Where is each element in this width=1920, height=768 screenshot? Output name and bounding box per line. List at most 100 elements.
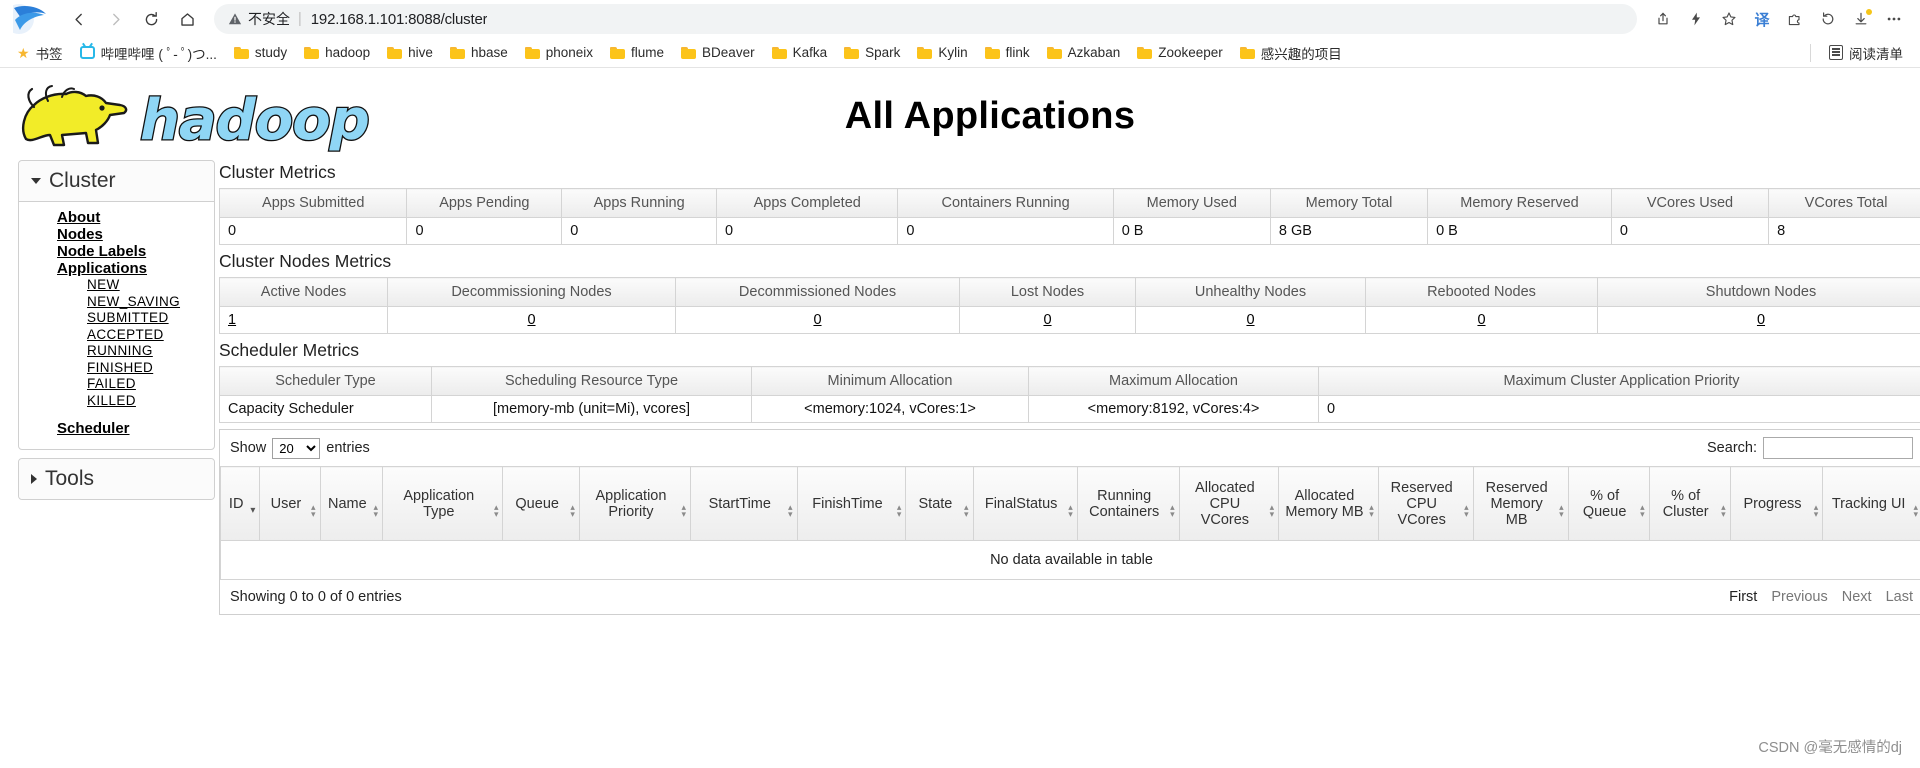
col-reserved-memory-mb[interactable]: Reserved Memory MB▴▾ [1472,466,1569,541]
bookmark-item-4[interactable]: hive [380,42,440,63]
val-decommissioning-nodes[interactable]: 0 [387,306,676,334]
col-pct-of-queue[interactable]: % of Queue▴▾ [1567,466,1650,541]
forward-button[interactable] [98,4,132,34]
cluster-panel-title: Cluster [49,169,116,192]
hadoop-logo-icon[interactable]: hadoop [10,77,390,157]
reading-list-button[interactable]: 阅读清单 [1822,40,1910,66]
col-tracking-ui[interactable]: Tracking UI▴▾ [1822,466,1920,541]
val-lost-nodes[interactable]: 0 [959,306,1136,334]
col-starttime[interactable]: StartTime▴▾ [690,466,798,541]
sidebar-item-applications[interactable]: Applications [57,260,148,277]
bookmark-star-icon[interactable] [1713,4,1745,34]
back-button[interactable] [62,4,96,34]
address-bar[interactable]: 不安全 | 192.168.1.101:8088/cluster [214,4,1637,34]
col-running-containers[interactable]: Running Containers▴▾ [1076,466,1180,541]
val-apps-running: 0 [561,217,718,245]
col-application-type[interactable]: Application Type▴▾ [382,466,504,541]
sort-icon: ▴▾ [1068,502,1073,519]
bookmark-item-1[interactable]: 哔哩哔哩 ( ﾟ- ﾟ)つ... [73,40,224,66]
yarn-resourcemanager-page: hadoop All Applications Cluster About No… [0,68,1920,767]
bookmark-item-8[interactable]: BDeaver [674,42,762,63]
sidebar-item-state-finished[interactable]: FINISHED [87,359,154,375]
val-active-nodes[interactable]: 1 [219,306,388,334]
page-size-select[interactable]: 20406080100 [272,437,321,459]
flash-icon[interactable] [1680,4,1712,34]
col-label: Reserved Memory MB [1485,479,1548,528]
col-apps-running: Apps Running [561,188,718,218]
sidebar-item-state-new[interactable]: NEW [87,277,120,292]
sidebar-item-scheduler[interactable]: Scheduler [57,420,130,437]
col-reserved-cpu-vcores[interactable]: Reserved CPU VCores▴▾ [1377,466,1474,541]
pagination-first[interactable]: First [1729,589,1758,605]
sidebar-item-state-submitted[interactable]: SUBMITTED [87,310,169,325]
folder-icon [1239,46,1255,59]
folder-icon [681,46,697,59]
val-shutdown-nodes[interactable]: 0 [1597,306,1920,334]
sidebar-item-state-running[interactable]: RUNNING [87,343,153,358]
page-title: All Applications [844,95,1136,137]
val-decommissioned-nodes[interactable]: 0 [675,306,960,334]
col-memory-used: Memory Used [1112,188,1271,218]
bookmark-item-7[interactable]: flume [603,42,671,63]
col-active-nodes: Active Nodes [219,277,388,307]
star-icon: ★ [17,44,30,61]
sidebar-item-state-accepted[interactable]: ACCEPTED [87,326,164,342]
extensions-icon[interactable] [1779,4,1811,34]
col-allocated-memory-mb[interactable]: Allocated Memory MB▴▾ [1278,466,1379,541]
bookmark-item-3[interactable]: hadoop [297,42,377,63]
history-icon[interactable] [1812,4,1844,34]
sort-icon: ▴▾ [1813,502,1819,519]
col-pct-of-cluster[interactable]: % of Cluster▴▾ [1648,466,1731,541]
bookmark-label: 书签 [35,46,63,62]
col-application-priority[interactable]: Application Priority▴▾ [578,466,692,541]
sort-icon: ▴▾ [493,502,499,519]
sidebar-item-state-killed[interactable]: KILLED [87,392,136,408]
share-icon[interactable] [1647,4,1679,34]
bookmark-item-13[interactable]: Azkaban [1040,42,1128,63]
datatable-toolbar: Show 20406080100 entries Search: [220,430,1920,466]
col-id[interactable]: ID▾ [219,466,261,541]
bookmark-item-9[interactable]: Kafka [765,42,835,63]
val-unhealthy-nodes[interactable]: 0 [1135,306,1366,334]
sidebar-item-node-labels[interactable]: Node Labels [57,243,147,260]
col-finishtime[interactable]: FinishTime▴▾ [796,466,907,541]
bookmark-label: flink [1005,45,1030,60]
bookmark-item-14[interactable]: Zookeeper [1130,42,1230,63]
search-input[interactable] [1763,437,1913,459]
bookmark-item-5[interactable]: hbase [443,42,515,63]
tools-panel-header[interactable]: Tools [19,459,214,499]
sidebar-item-state-failed[interactable]: FAILED [87,376,136,391]
col-state[interactable]: State▴▾ [905,466,974,541]
bookmark-item-2[interactable]: study [227,42,294,63]
pagination-next[interactable]: Next [1841,589,1872,605]
more-menu-icon[interactable] [1878,4,1910,34]
col-user[interactable]: User▴▾ [259,466,321,541]
downloads-icon[interactable] [1845,4,1877,34]
bookmark-item-0[interactable]: ★ 书签 [10,40,70,66]
cluster-panel-header[interactable]: Cluster [19,161,214,202]
translate-icon[interactable]: 译 [1754,11,1770,29]
bookmark-item-10[interactable]: Spark [837,42,907,63]
bookmark-item-12[interactable]: flink [978,42,1037,63]
bookmark-label: BDeaver [702,45,755,60]
col-name[interactable]: Name▴▾ [319,466,384,541]
home-button[interactable] [170,4,204,34]
pagination-previous[interactable]: Previous [1771,589,1828,605]
col-progress[interactable]: Progress▴▾ [1729,466,1824,541]
col-queue[interactable]: Queue▴▾ [502,466,580,541]
sidebar-item-nodes[interactable]: Nodes [57,226,103,243]
bookmark-item-15[interactable]: 感兴趣的项目 [1233,40,1349,66]
col-allocated-cpu-vcores[interactable]: Allocated CPU VCores▴▾ [1178,466,1280,541]
pagination-last[interactable]: Last [1885,589,1913,605]
val-rebooted-nodes[interactable]: 0 [1365,306,1598,334]
folder-icon [1137,46,1153,59]
val-apps-submitted: 0 [218,217,408,245]
sidebar-item-about[interactable]: About [57,209,101,226]
bilibili-icon [79,46,95,59]
sort-icon: ▴▾ [311,502,316,519]
bookmark-item-11[interactable]: Kylin [910,42,974,63]
reload-button[interactable] [134,4,168,34]
sidebar-item-state-new-saving[interactable]: NEW_SAVING [87,293,181,309]
bookmark-item-6[interactable]: phoneix [518,42,600,63]
col-finalstatus[interactable]: FinalStatus▴▾ [972,466,1078,541]
